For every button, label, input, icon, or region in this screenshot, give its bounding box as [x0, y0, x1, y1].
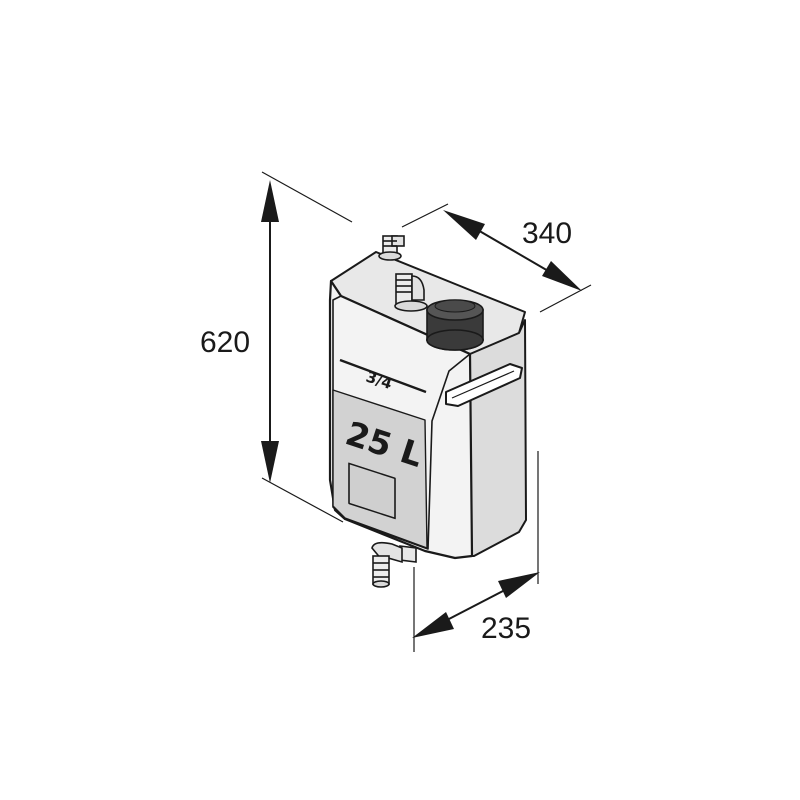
- width-extension-right: [539, 284, 592, 313]
- depth-dimension: 235: [412, 451, 540, 652]
- tank-side-face: [469, 319, 527, 557]
- width-label: 340: [522, 217, 572, 250]
- tank-handle-inner: [451, 370, 515, 399]
- depth-label: 235: [481, 612, 531, 645]
- bottom-outlet-fitting-icon: [371, 541, 417, 588]
- height-dimension: 620: [200, 171, 353, 523]
- height-arrow-top: [261, 180, 279, 222]
- small-hose-fitting-icon: [378, 235, 405, 261]
- height-arrow-bottom: [261, 441, 279, 483]
- tank-front-bevel: [332, 295, 471, 550]
- filler-cap-icon: [426, 299, 484, 351]
- width-arrow-right: [542, 261, 582, 291]
- level-line: [339, 358, 427, 394]
- height-label: 620: [200, 326, 250, 359]
- vent-hose-fitting-icon: [394, 273, 428, 312]
- depth-arrow-left: [412, 612, 454, 638]
- top-fittings: [378, 235, 484, 351]
- width-arrow-left: [443, 210, 485, 240]
- height-extension-top: [261, 171, 353, 223]
- capacity-label-panel: [332, 389, 428, 549]
- tank-handle-slot: [445, 363, 523, 407]
- water-tank: 3/4 25 L: [328, 251, 527, 560]
- depth-arrow-right: [498, 572, 540, 598]
- width-dimension: 340: [401, 203, 592, 313]
- width-extension-left: [401, 203, 449, 228]
- label-window: [348, 462, 396, 520]
- height-extension-bottom: [261, 477, 344, 523]
